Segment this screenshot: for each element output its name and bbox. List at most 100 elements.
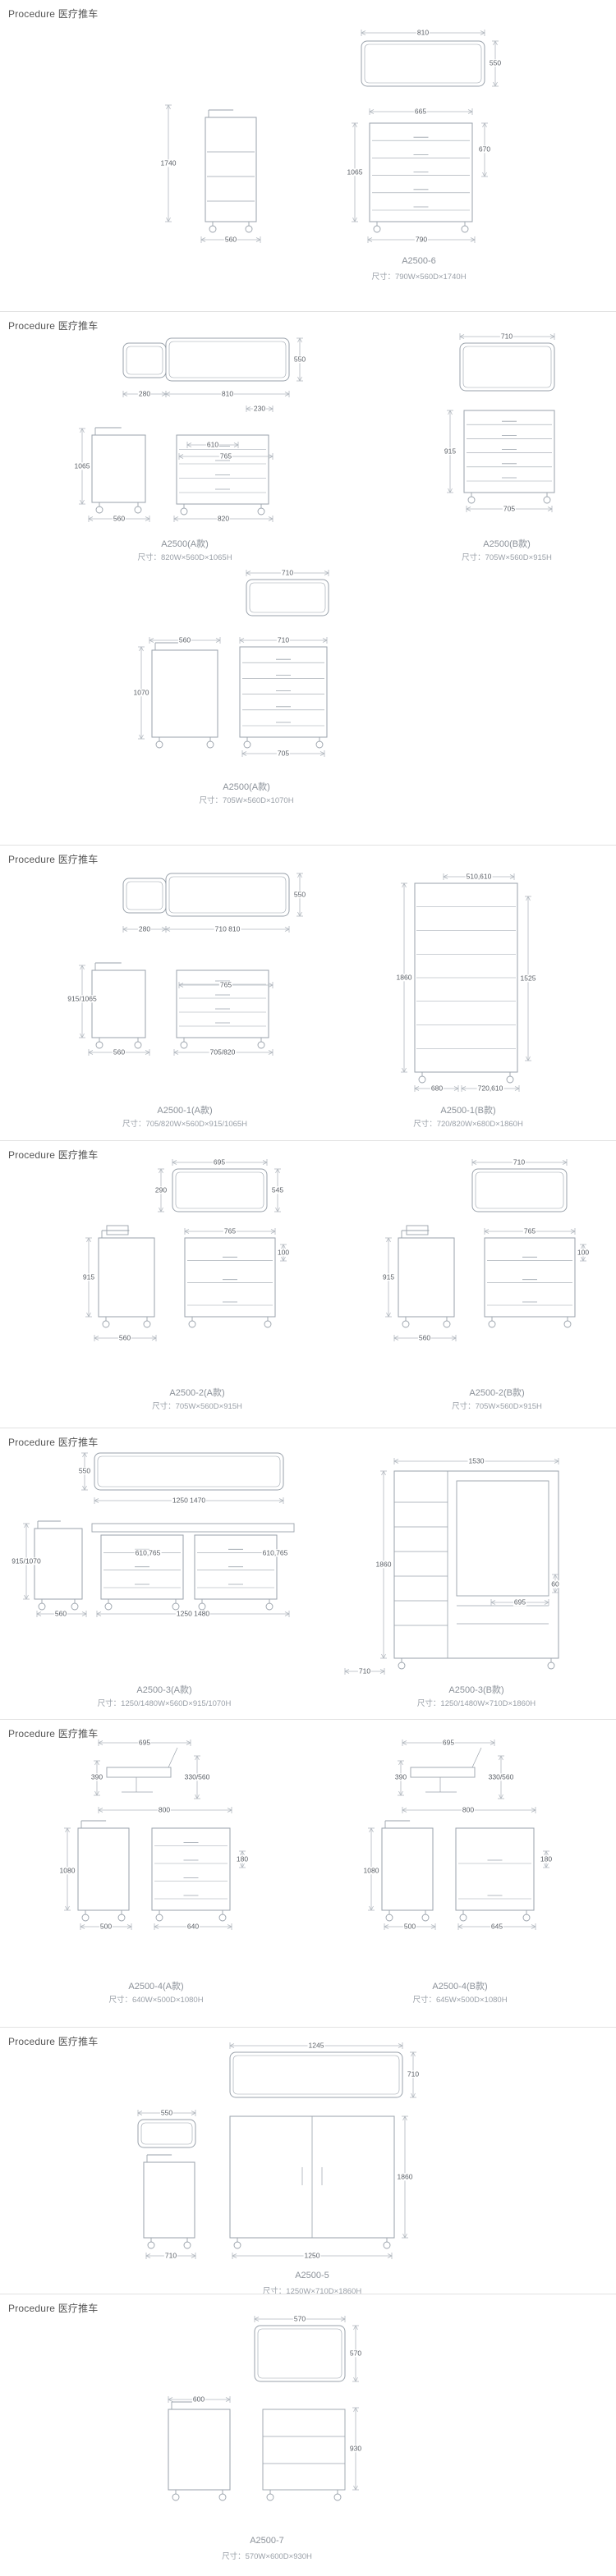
- dimension-label: 560: [117, 1333, 132, 1342]
- dimension-label: 330/560: [487, 1772, 515, 1781]
- dimension-label: 1250 1470: [171, 1496, 207, 1505]
- product-size: 尺寸：705W×560D×1070H: [199, 796, 294, 805]
- section-header: Procedure 医疗推车: [8, 1149, 99, 1161]
- dimension-label: 330/560: [183, 1772, 211, 1781]
- section-header: Procedure 医疗推车: [8, 854, 99, 865]
- section-header: Procedure 医疗推车: [8, 2036, 99, 2047]
- dimension-label: 695: [441, 1738, 456, 1747]
- dimension-label: 765: [218, 451, 233, 461]
- product-name: A2500-4(A款): [128, 1982, 184, 1992]
- dimension-label: 820: [216, 514, 231, 523]
- dimension-label: 280: [137, 924, 152, 933]
- product-size: 尺寸：645W×500D×1080H: [412, 1996, 508, 2005]
- dimension-label: 710: [280, 568, 295, 577]
- technical-drawing: [64, 1739, 549, 1930]
- dimension-label: 710: [357, 1666, 372, 1675]
- dimension-label: 510,610: [465, 872, 493, 881]
- dimension-label: 800: [461, 1805, 476, 1814]
- dimension-label: 695: [137, 1738, 152, 1747]
- dimension-label: 695: [513, 1597, 527, 1607]
- dimension-label: 570: [348, 2349, 363, 2358]
- product-name: A2500-5: [295, 2271, 329, 2280]
- product-size: 尺寸：1250W×710D×1860H: [262, 2287, 362, 2294]
- dimension-label: 1065: [73, 461, 91, 470]
- dimension-label: 500: [99, 1922, 113, 1931]
- dimension-label: 800: [157, 1805, 172, 1814]
- catalog-section: Procedure 医疗推车 A2500-4(A款) 尺寸：640W×500D×…: [0, 1720, 616, 2028]
- dimension-label: 695: [212, 1157, 227, 1167]
- product-size: 尺寸：1250/1480W×710D×1860H: [416, 1699, 536, 1708]
- dimension-label: 930: [348, 2444, 363, 2453]
- catalog-section: Procedure 医疗推车 A2500-6 尺寸：790W×560D×1740…: [0, 0, 616, 312]
- dimension-label: 550: [292, 890, 307, 899]
- product-name: A2500-1(A款): [157, 1106, 213, 1116]
- product-name: A2500-3(A款): [136, 1685, 192, 1695]
- dimension-label: 915/1070: [11, 1556, 42, 1565]
- product-size: 尺寸：570W×600D×930H: [222, 2552, 312, 2561]
- product-size: 尺寸：720/820W×680D×1860H: [413, 1120, 523, 1129]
- dimension-label: 280: [137, 389, 152, 398]
- dimension-label: 1080: [362, 1866, 380, 1875]
- dimension-label: 560: [112, 514, 126, 523]
- dimension-label: 560: [223, 235, 238, 244]
- dimension-label: 665: [413, 107, 428, 116]
- section-header: Procedure 医疗推车: [8, 2303, 99, 2314]
- dimension-label: 810: [416, 28, 430, 37]
- dimension-label: 1530: [467, 1456, 485, 1465]
- section-header: Procedure 医疗推车: [8, 8, 99, 20]
- dimension-label: 560: [112, 1047, 126, 1057]
- dimension-label: 560: [417, 1333, 432, 1342]
- dimension-label: 560: [53, 1609, 68, 1618]
- dimension-label: 710: [276, 635, 291, 644]
- dimension-label: 915: [381, 1272, 396, 1281]
- dimension-label: 705: [502, 504, 517, 513]
- technical-drawing: [168, 2316, 359, 2501]
- technical-drawing: [23, 1452, 559, 1675]
- product-size: 尺寸：820W×560D×1065H: [137, 553, 232, 562]
- product-size: 尺寸：705W×560D×915H: [452, 1402, 542, 1411]
- dimension-label: 710: [163, 2251, 178, 2260]
- dimension-label: 640: [186, 1922, 200, 1931]
- section-header: Procedure 医疗推车: [8, 1437, 99, 1448]
- catalog-section: Procedure 医疗推车 A2500-3(A款) 尺寸：1250/1480W…: [0, 1428, 616, 1720]
- dimension-label: 765: [218, 980, 233, 989]
- section-header: Procedure 医疗推车: [8, 320, 99, 332]
- dimension-label: 1860: [375, 1560, 393, 1569]
- product-name: A2500-3(B款): [448, 1685, 504, 1695]
- dimension-label: 610: [205, 440, 220, 449]
- dimension-label: 705/820: [209, 1047, 237, 1057]
- dimension-label: 180: [235, 1854, 250, 1863]
- dimension-label: 230: [252, 404, 267, 413]
- product-size: 尺寸：790W×560D×1740H: [371, 273, 467, 282]
- dimension-label: 290: [154, 1185, 168, 1194]
- dimension-label: 500: [402, 1922, 417, 1931]
- dimension-label: 1740: [159, 158, 177, 167]
- dimension-label: 60: [550, 1579, 560, 1588]
- technical-drawing: [79, 333, 555, 757]
- dimension-label: 1860: [396, 2172, 414, 2181]
- product-name: A2500(A款): [223, 782, 270, 792]
- dimension-label: 790: [414, 235, 429, 244]
- product-name: A2500-2(A款): [169, 1388, 225, 1398]
- dimension-label: 550: [488, 58, 503, 67]
- dimension-label: 600: [191, 2395, 206, 2404]
- dimension-label: 610,765: [261, 1548, 289, 1557]
- dimension-label: 550: [292, 355, 307, 364]
- dimension-label: 1065: [346, 167, 364, 176]
- dimension-label: 765: [522, 1226, 537, 1235]
- dimension-label: 810: [220, 389, 235, 398]
- product-name: A2500-1(B款): [440, 1106, 496, 1116]
- product-name: A2500(B款): [483, 539, 531, 549]
- dimension-label: 1860: [395, 973, 413, 982]
- dimension-label: 180: [539, 1854, 554, 1863]
- dimension-label: 390: [90, 1772, 104, 1781]
- dimension-label: 100: [276, 1248, 291, 1257]
- dimension-label: 570: [292, 2314, 307, 2323]
- dimension-label: 645: [490, 1922, 504, 1931]
- section-header: Procedure 医疗推车: [8, 1728, 99, 1739]
- dimension-label: 915/1065: [67, 994, 98, 1003]
- dimension-label: 1525: [519, 974, 537, 983]
- product-size: 尺寸：705/820W×560D×915/1065H: [122, 1120, 248, 1129]
- product-name: A2500-7: [250, 2536, 284, 2546]
